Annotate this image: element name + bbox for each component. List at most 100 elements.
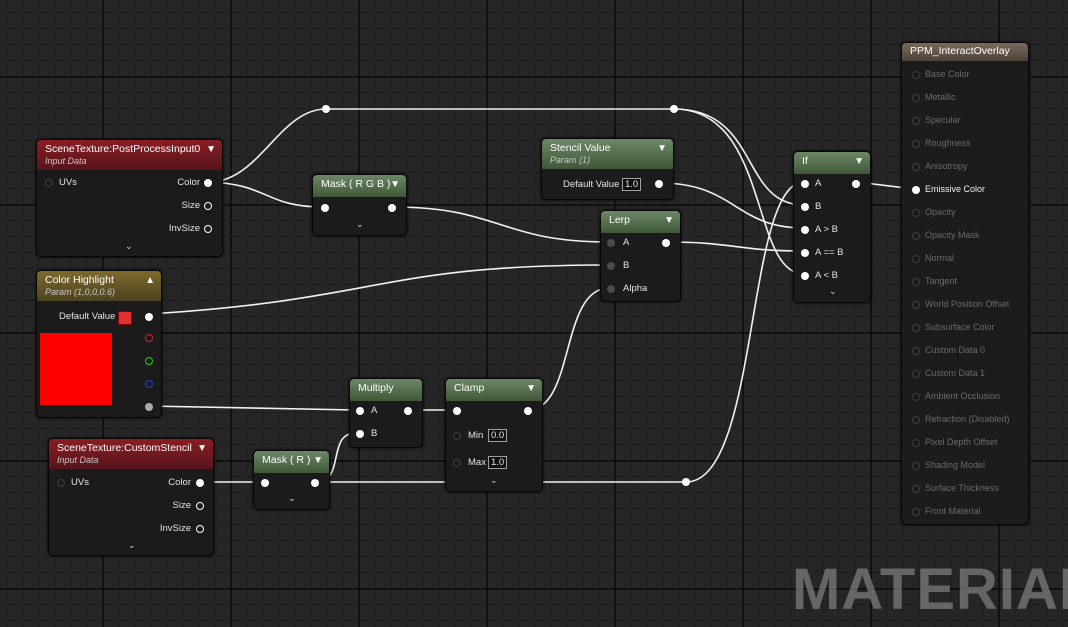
- node-clamp[interactable]: Clamp ▼ Min 0.0 Max 1.0 ⌄: [445, 378, 543, 492]
- output-pin[interactable]: [655, 180, 663, 188]
- material-input-pin[interactable]: [912, 370, 920, 378]
- node-header[interactable]: Stencil Value Param (1) ▼: [542, 139, 673, 169]
- material-input-pin[interactable]: [912, 117, 920, 125]
- material-input-pin[interactable]: [912, 278, 920, 286]
- material-input-pin[interactable]: [912, 462, 920, 470]
- input-pin-min[interactable]: [453, 432, 461, 440]
- expand-chevron-icon[interactable]: ⌄: [829, 286, 837, 296]
- node-header[interactable]: PPM_InteractOverlay: [902, 43, 1028, 61]
- node-stencil-value[interactable]: Stencil Value Param (1) ▼ Default Value …: [541, 138, 674, 200]
- input-pin-uvs[interactable]: [45, 179, 53, 187]
- input-pin[interactable]: [453, 407, 461, 415]
- output-pin[interactable]: [388, 204, 396, 212]
- material-input-pin[interactable]: [912, 485, 920, 493]
- expand-chevron-icon[interactable]: ⌄: [125, 241, 133, 251]
- material-input-pin[interactable]: [912, 255, 920, 263]
- chevron-down-icon[interactable]: ▼: [313, 455, 323, 466]
- min-value-field[interactable]: 0.0: [488, 429, 508, 442]
- node-header[interactable]: Color Highlight Param (1,0,0,0.6) ▲: [37, 271, 161, 301]
- output-pin-rgba[interactable]: [145, 313, 153, 321]
- node-scenetexture-postprocess[interactable]: SceneTexture:PostProcessInput0 Input Dat…: [36, 139, 223, 257]
- output-pin-color[interactable]: [204, 179, 212, 187]
- node-header[interactable]: Lerp ▼: [601, 211, 680, 233]
- node-header[interactable]: Clamp ▼: [446, 379, 542, 401]
- material-input-pin[interactable]: [912, 163, 920, 171]
- chevron-down-icon[interactable]: ▼: [657, 143, 667, 154]
- wire-reroute-to-if-b: [673, 108, 805, 206]
- output-pin-b[interactable]: [145, 380, 153, 388]
- material-property-label: Specular: [925, 115, 961, 125]
- input-pin-b[interactable]: [607, 262, 615, 270]
- node-if[interactable]: If ▼ A B A > B A == B A < B ⌄: [793, 151, 871, 303]
- input-pin-a-eq-b[interactable]: [801, 249, 809, 257]
- expand-chevron-icon[interactable]: ⌄: [288, 493, 296, 503]
- output-pin[interactable]: [404, 407, 412, 415]
- node-header[interactable]: Mask ( R ) ▼: [254, 451, 329, 473]
- material-input-pin[interactable]: [912, 508, 920, 516]
- color-preview-swatch[interactable]: [40, 333, 112, 405]
- output-pin[interactable]: [662, 239, 670, 247]
- material-property-label: Normal: [925, 253, 955, 263]
- input-pin-b[interactable]: [801, 203, 809, 211]
- chevron-up-icon[interactable]: ▲: [145, 275, 155, 286]
- input-pin[interactable]: [321, 204, 329, 212]
- node-header[interactable]: SceneTexture:PostProcessInput0 Input Dat…: [37, 140, 222, 170]
- node-header[interactable]: If ▼: [794, 152, 870, 174]
- node-header[interactable]: Mask ( R G B ) ▼: [313, 175, 406, 197]
- material-input-pin[interactable]: [912, 393, 920, 401]
- output-pin-invsize[interactable]: [196, 525, 204, 533]
- output-pin[interactable]: [852, 180, 860, 188]
- output-pin-invsize[interactable]: [204, 225, 212, 233]
- expand-chevron-icon[interactable]: ⌄: [356, 219, 364, 229]
- node-mask-rgb[interactable]: Mask ( R G B ) ▼ ⌄: [312, 174, 407, 236]
- output-pin-a[interactable]: [145, 403, 153, 411]
- input-pin-a-lt-b[interactable]: [801, 272, 809, 280]
- material-input-pin[interactable]: [912, 186, 920, 194]
- input-pin-uvs[interactable]: [57, 479, 65, 487]
- material-input-pin[interactable]: [912, 71, 920, 79]
- output-pin-size[interactable]: [196, 502, 204, 510]
- input-pin-a[interactable]: [801, 180, 809, 188]
- material-input-pin[interactable]: [912, 301, 920, 309]
- material-input-pin[interactable]: [912, 140, 920, 148]
- color-swatch-small[interactable]: [118, 311, 132, 325]
- material-input-pin[interactable]: [912, 94, 920, 102]
- expand-chevron-icon[interactable]: ⌄: [490, 475, 498, 485]
- material-input-pin[interactable]: [912, 439, 920, 447]
- chevron-down-icon[interactable]: ▼: [664, 215, 674, 226]
- material-input-pin[interactable]: [912, 416, 920, 424]
- input-pin-a[interactable]: [607, 239, 615, 247]
- input-pin-b[interactable]: [356, 430, 364, 438]
- max-value-field[interactable]: 1.0: [488, 456, 508, 469]
- node-mask-r[interactable]: Mask ( R ) ▼ ⌄: [253, 450, 330, 510]
- node-lerp[interactable]: Lerp ▼ A B Alpha: [600, 210, 681, 302]
- expand-chevron-icon[interactable]: ⌄: [128, 540, 136, 550]
- chevron-down-icon[interactable]: ▼: [526, 383, 536, 394]
- input-pin-alpha[interactable]: [607, 285, 615, 293]
- node-multiply[interactable]: Multiply A B: [349, 378, 423, 448]
- chevron-down-icon[interactable]: ▼: [854, 156, 864, 167]
- material-input-pin[interactable]: [912, 347, 920, 355]
- input-pin-max[interactable]: [453, 459, 461, 467]
- chevron-down-icon[interactable]: ▼: [206, 144, 216, 155]
- default-value-field[interactable]: 1.0: [622, 178, 642, 191]
- output-pin-color[interactable]: [196, 479, 204, 487]
- node-header[interactable]: SceneTexture:CustomStencil Input Data ▼: [49, 439, 213, 469]
- node-color-highlight[interactable]: Color Highlight Param (1,0,0,0.6) ▲ Defa…: [36, 270, 162, 418]
- output-pin-size[interactable]: [204, 202, 212, 210]
- material-input-pin[interactable]: [912, 324, 920, 332]
- chevron-down-icon[interactable]: ▼: [390, 179, 400, 190]
- input-pin[interactable]: [261, 479, 269, 487]
- input-pin-a[interactable]: [356, 407, 364, 415]
- output-pin-g[interactable]: [145, 357, 153, 365]
- output-pin[interactable]: [311, 479, 319, 487]
- chevron-down-icon[interactable]: ▼: [197, 443, 207, 454]
- node-scenetexture-customstencil[interactable]: SceneTexture:CustomStencil Input Data ▼ …: [48, 438, 214, 556]
- node-header[interactable]: Multiply: [350, 379, 422, 401]
- input-pin-a-gt-b[interactable]: [801, 226, 809, 234]
- output-pin-r[interactable]: [145, 334, 153, 342]
- material-input-pin[interactable]: [912, 232, 920, 240]
- material-input-pin[interactable]: [912, 209, 920, 217]
- output-pin[interactable]: [524, 407, 532, 415]
